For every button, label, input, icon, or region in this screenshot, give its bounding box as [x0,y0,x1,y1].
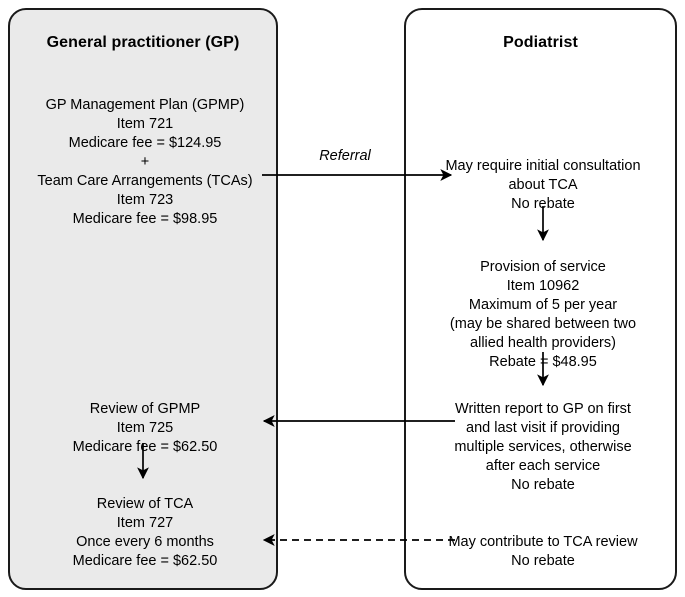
node-gpmp-and-tca: GP Management Plan (GPMP) Item 721 Medic… [37,97,253,227]
node-review-of-gpmp: Review of GPMP Item 725 Medicare fee = $… [72,401,218,455]
node-may-contribute-to-tca-review: May contribute to TCA review No rebate [448,534,638,569]
node-written-report-to-gp: Written report to GP on first and last v… [454,401,632,493]
node-provision-of-service: Provision of service Item 10962 Maximum … [449,259,637,370]
panel-title-podiatrist: Podiatrist [503,34,578,51]
edge-label-referral: Referral [319,148,371,164]
panel-title-gp: General practitioner (GP) [46,34,240,51]
node-initial-consultation: May require initial consultation about T… [445,158,641,212]
panel-podiatrist: Podiatrist May require initial consultat… [404,8,677,590]
panel-general-practitioner: General practitioner (GP) GP Management … [8,8,278,590]
node-review-of-tca: Review of TCA Item 727 Once every 6 mont… [72,496,218,569]
